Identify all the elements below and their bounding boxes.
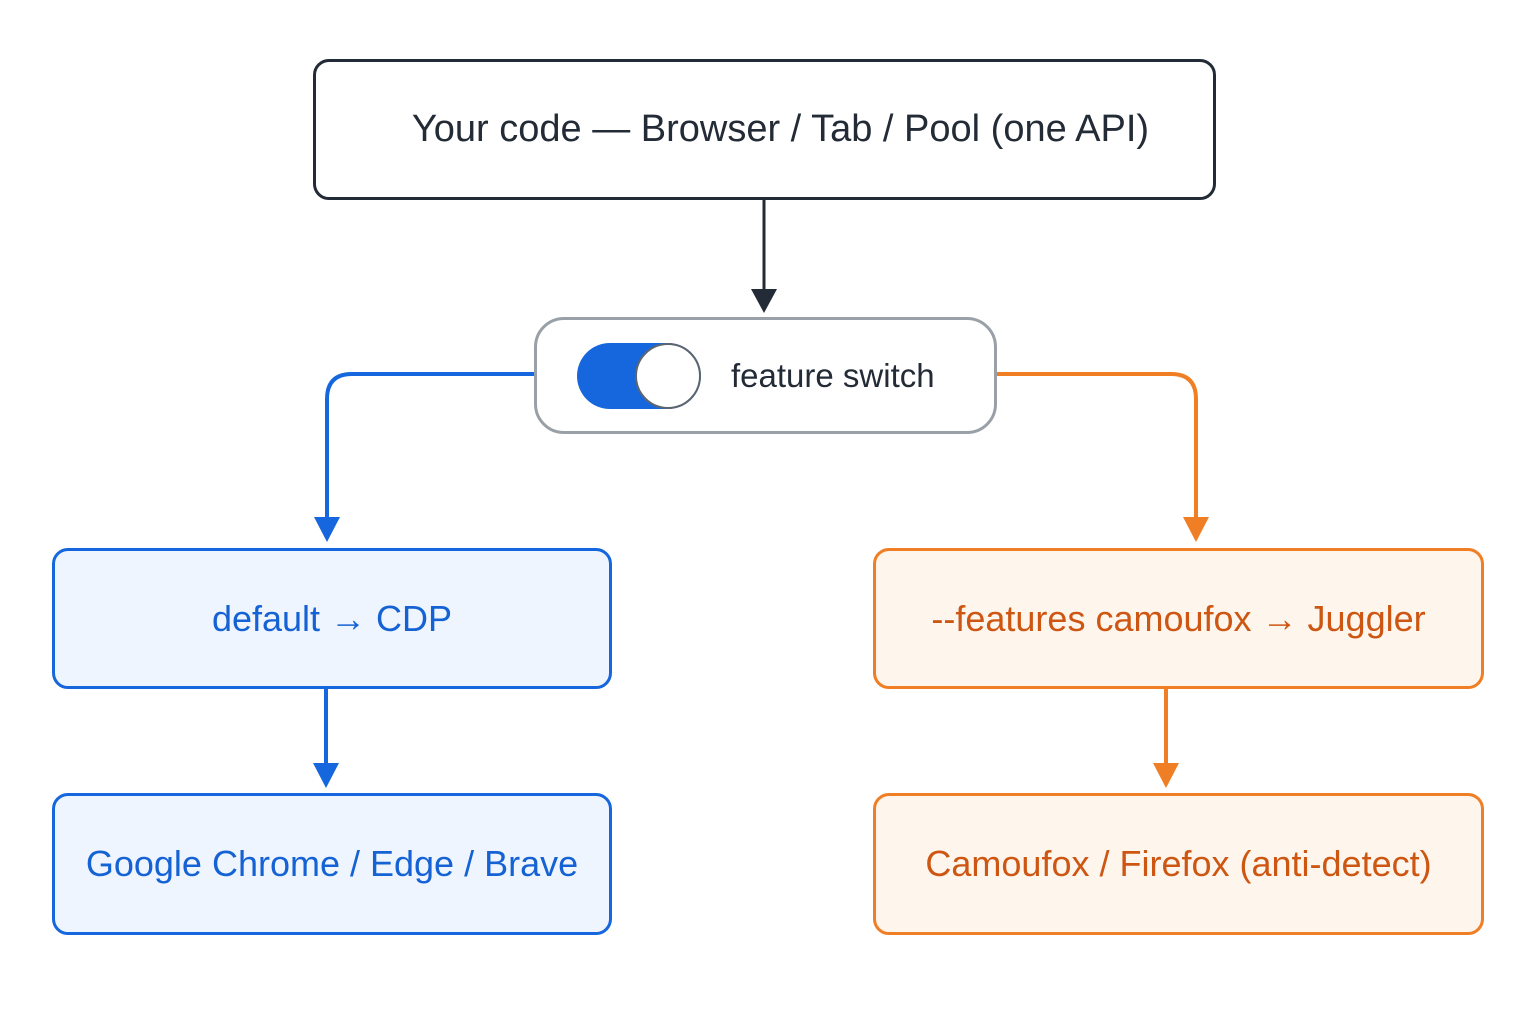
switch-to-right-arrowhead	[1183, 517, 1209, 542]
feature-switch-label: feature switch	[731, 356, 935, 394]
chromium-browsers-box: Google Chrome / Edge / Brave	[52, 793, 612, 935]
firefox-browsers-box: Camoufox / Firefox (anti-detect)	[873, 793, 1484, 935]
top-code-label: Your code — Browser / Tab / Pool (one AP…	[411, 108, 1150, 150]
top-to-switch-arrowhead	[751, 289, 777, 313]
left-box1-to-box2-arrowhead	[313, 763, 339, 788]
feature-toggle[interactable]	[577, 342, 701, 409]
toggle-knob	[635, 342, 701, 409]
default-cdp-box: default → CDP	[52, 548, 612, 689]
firefox-browsers-label: Camoufox / Firefox (anti-detect)	[925, 843, 1432, 884]
right-box1-to-box2-arrowhead	[1153, 763, 1179, 788]
camoufox-juggler-label: --features camoufox → Juggler	[931, 597, 1426, 639]
feature-switch-box: feature switch	[534, 317, 997, 434]
chromium-browsers-label: Google Chrome / Edge / Brave	[85, 843, 579, 884]
default-cdp-label: default → CDP	[211, 597, 453, 639]
switch-to-left-arrowhead	[314, 517, 340, 542]
switch-to-right-edge	[997, 372, 1198, 520]
switch-to-left-edge	[325, 372, 534, 520]
camoufox-juggler-box: --features camoufox → Juggler	[873, 548, 1484, 689]
top-code-box: Your code — Browser / Tab / Pool (one AP…	[313, 59, 1216, 200]
